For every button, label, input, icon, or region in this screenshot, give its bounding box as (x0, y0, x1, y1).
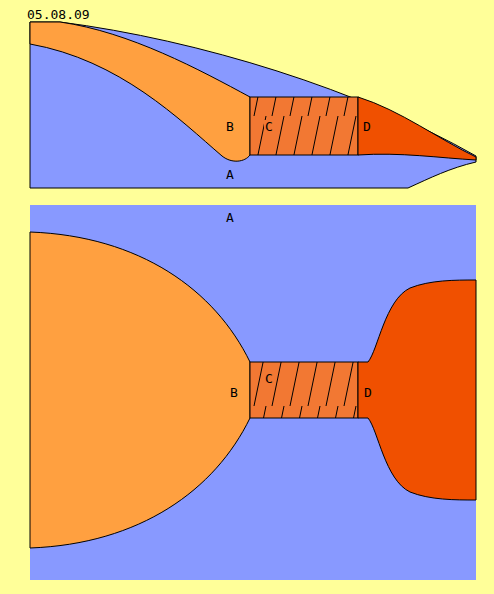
region-a (30, 22, 476, 188)
region-letter: D (362, 120, 372, 134)
region-d (358, 97, 476, 160)
region-letter: A (225, 211, 235, 225)
region-letter: C (264, 372, 274, 386)
region-letter: B (229, 386, 239, 400)
region-letter: A (225, 168, 235, 182)
region-a (30, 205, 476, 580)
region-c (250, 97, 358, 155)
region-c (250, 362, 358, 418)
region-letter: B (225, 120, 235, 134)
region-b (30, 232, 250, 548)
side-view (30, 22, 476, 188)
region-b (30, 22, 250, 161)
date-label: 05.08.09 (27, 8, 90, 22)
top-view (30, 205, 476, 580)
region-letter: C (264, 120, 274, 134)
region-d (358, 280, 476, 500)
region-letter: D (363, 386, 373, 400)
